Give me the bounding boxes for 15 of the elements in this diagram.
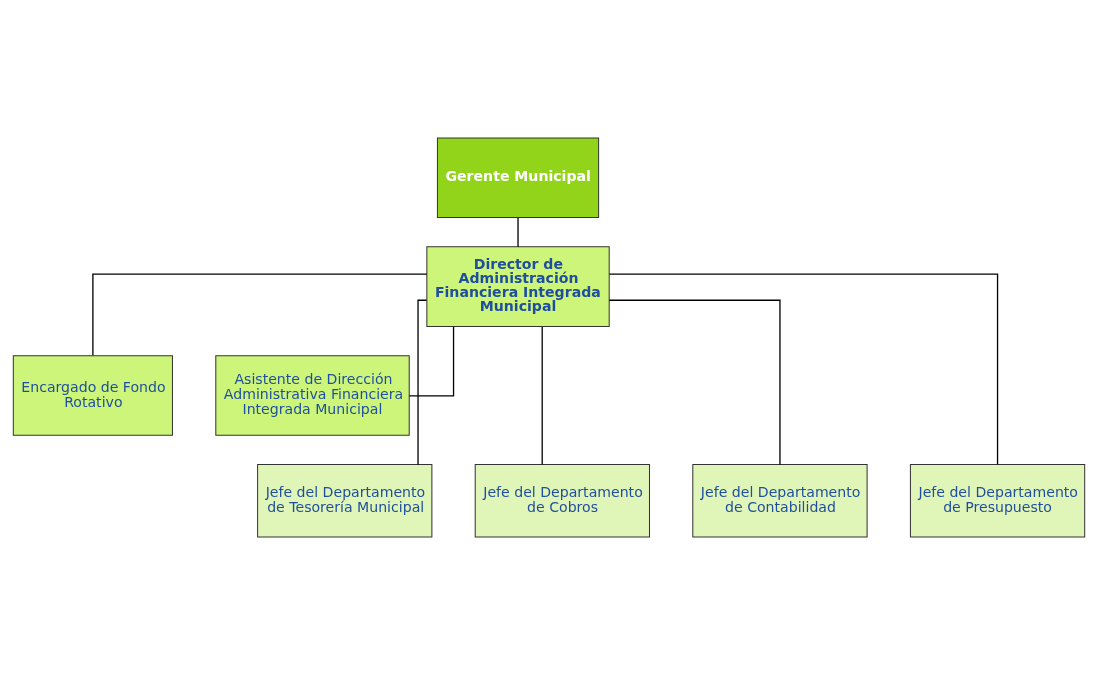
- node-box: Jefe del Departamento de Contabilidad: [692, 463, 868, 538]
- connector: [608, 273, 999, 465]
- node-box: Encargado de Fondo Rotativo: [12, 355, 173, 436]
- connector: [541, 326, 543, 465]
- connector: [92, 273, 428, 356]
- node-box: Jefe del Departamento de Cobros: [474, 463, 650, 538]
- node-box: Director de Administración Financiera Integrada Municipal: [426, 246, 610, 327]
- connector: [408, 326, 455, 397]
- connector: [517, 217, 519, 248]
- node-box: Gerente Municipal: [436, 137, 600, 219]
- node-box: Asistente de Dirección Administrativa Financiera Integrada Municipal: [215, 355, 410, 436]
- node-box: Jefe del Departamento de Presupuesto: [909, 463, 1086, 538]
- connector: [417, 299, 428, 466]
- node-box: Jefe del Departamento de Tesorería Municipal: [257, 463, 433, 538]
- connector: [608, 299, 781, 466]
